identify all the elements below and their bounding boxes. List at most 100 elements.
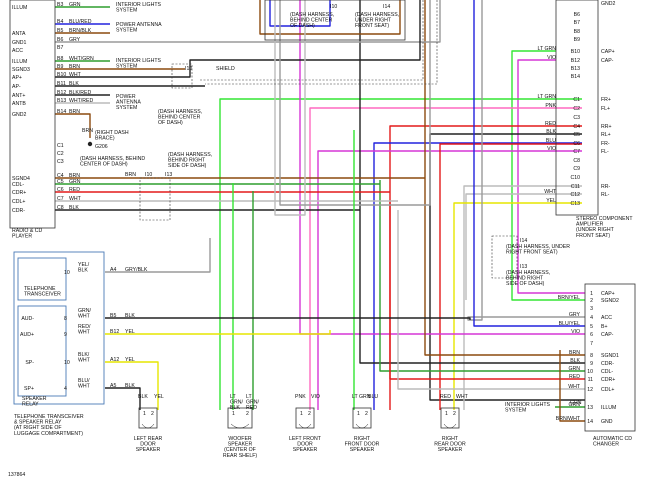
amp-pin-num: B6: [574, 12, 580, 18]
amp-wire-color: PNK: [545, 103, 556, 109]
radio-wire-color: GRY: [69, 37, 81, 43]
i14-i13-box-right: [491, 235, 518, 279]
dash-harness-box: [264, 0, 406, 41]
left-rear-speaker-wire1: BLK: [138, 394, 148, 400]
speaker-relay-box: [17, 305, 67, 397]
cd-wire-color: BRN: [569, 350, 580, 356]
right-rear-speaker-wire2: WHT: [456, 394, 469, 400]
woofer-speaker-pin2: 2: [246, 411, 249, 417]
cd-pin-num: 3: [590, 306, 593, 312]
wire-top-blu: [269, 0, 331, 27]
cd-wire-color: RED: [569, 374, 580, 380]
cd-pin-num: 11: [588, 377, 593, 383]
radio-pin-num: B12: [57, 90, 66, 96]
amp-pin-num: B8: [574, 29, 580, 35]
cd-pin-num: 1: [590, 291, 593, 297]
relay-wire2: YEL: [125, 357, 135, 363]
radio-pin-label: ILLUM: [12, 5, 27, 11]
radio-i13: I13: [165, 172, 172, 178]
radio-pin-label: CDL+: [12, 199, 25, 205]
i10-i13-box: [139, 177, 171, 221]
relay-conn: A5: [110, 383, 116, 389]
radio-pin-label: SGND3: [12, 67, 30, 73]
wire-rr-red: [439, 143, 582, 410]
radio-wire-color: BRN: [69, 173, 80, 179]
amp-pin-num: B13: [571, 66, 580, 72]
wire-c13: [453, 202, 582, 410]
cd-wire-color: BRN/YEL: [558, 295, 580, 301]
radio-wire-color: BRN: [69, 64, 80, 70]
amp-pin-num: C1: [573, 97, 580, 103]
relay-pin-label: SP-: [25, 360, 34, 366]
radio-wire-color: GRN: [69, 179, 81, 185]
cd-pin-num: 5: [590, 324, 593, 330]
radio-pin-num: C4: [57, 173, 64, 179]
cd-changer-box: [584, 283, 636, 432]
relay-pin-num: 10: [64, 360, 70, 366]
shield-dash: [200, 0, 424, 81]
right-front-speaker-cone: [355, 423, 369, 429]
relay-pin-num: 8: [64, 316, 67, 322]
relay-wire-color: GRN/WHT: [78, 308, 92, 320]
telephone-box: [17, 257, 67, 301]
relay-pin-label: AUD-: [21, 316, 34, 322]
wire-cdr-plus: [389, 200, 585, 380]
amp-pin-num: C8: [573, 158, 580, 164]
radio-wire-color: BRN/BLK: [69, 28, 92, 34]
amp-pin-label: FL+: [601, 106, 610, 112]
amp-pin-label: FR+: [601, 97, 611, 103]
relay-conn: A12: [110, 357, 119, 363]
radio-pin-label: CDL-: [12, 182, 24, 188]
radio-pin-num: B13: [57, 98, 66, 104]
cd-pin-label: ILLUM: [601, 405, 616, 411]
radio-pin-label: GND1: [12, 40, 27, 46]
figure-id: 137864: [8, 472, 25, 478]
right-rear-speaker-pin1: 1: [445, 411, 448, 417]
amp-wire-color: YEL: [546, 198, 556, 204]
right-front-speaker-pin1: 1: [357, 411, 360, 417]
wire-gnd-cd: [559, 350, 585, 422]
cd-pin-num: 9: [590, 361, 593, 367]
radio-pin-num: B14: [57, 109, 66, 115]
amp-pin-label: FR-: [601, 141, 610, 147]
cd-pin-label: CAP+: [601, 291, 615, 297]
amp-pin-num: C12: [570, 192, 580, 198]
wire-b6: [55, 0, 441, 43]
wire-rr-plus: [389, 125, 582, 410]
cd-wire-color: BLK: [570, 358, 580, 364]
wire-cdl-minus: [379, 180, 585, 372]
wire-fr-plus: [219, 98, 582, 410]
radio-wire-color: WHT: [69, 72, 82, 78]
radio-pin-num: C5: [57, 179, 64, 185]
cd-pin-label: CDR+: [601, 377, 615, 383]
relay-wire-color: BLK/WHT: [78, 352, 91, 364]
amp-pin-num: C3: [573, 115, 580, 121]
amp-pin-label: CAP-: [601, 58, 614, 64]
radio-pin-num: B4: [57, 19, 63, 25]
radio-pin-num: B6: [57, 37, 63, 43]
shield-label: SHIELD: [216, 66, 235, 72]
relay-wire-color: YEL/BLK: [78, 262, 90, 274]
amp-pin-num: B12: [571, 58, 580, 64]
wire-cdr-minus: [359, 0, 585, 364]
cd-pin-label: B+: [601, 324, 608, 330]
relay-wire2: YEL: [125, 329, 135, 335]
relay-conn: B5: [110, 313, 116, 319]
woofer-speaker-cone: [230, 423, 250, 429]
left-front-speaker-pin2: 2: [308, 411, 311, 417]
relay-pin-label: AUD+: [20, 332, 34, 338]
cd-wire-color: WHT: [568, 384, 581, 390]
radio-box: [9, 0, 56, 229]
cd-pin-label: SGND1: [601, 353, 619, 359]
cd-pin-num: 13: [587, 405, 593, 411]
